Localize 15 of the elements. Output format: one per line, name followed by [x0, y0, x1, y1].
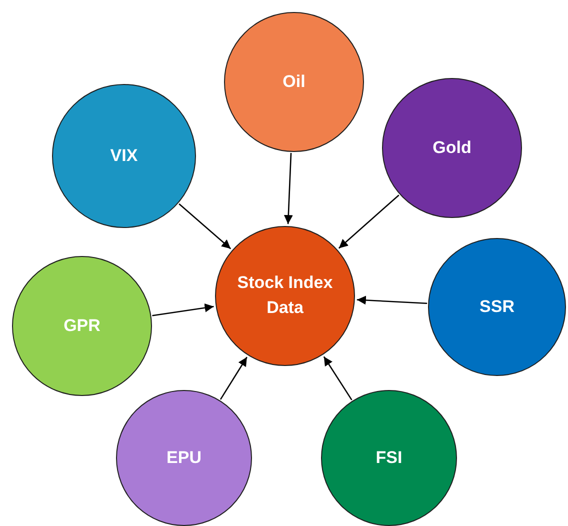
- arrow: [323, 356, 352, 400]
- node-label: EPU: [166, 446, 202, 469]
- arrow: [284, 152, 293, 224]
- node-label: Stock Index Data: [236, 272, 334, 319]
- node-label: SSR: [480, 296, 514, 318]
- node-label: Oil: [282, 70, 306, 93]
- arrow: [178, 203, 232, 250]
- arrow: [220, 356, 248, 400]
- arrow: [356, 296, 428, 305]
- arrow: [152, 303, 214, 316]
- node-label: FSI: [376, 446, 402, 469]
- node-label: GPR: [64, 314, 100, 337]
- node-label: VIX: [110, 144, 138, 167]
- node-label: Gold: [432, 136, 472, 159]
- arrow: [338, 194, 400, 249]
